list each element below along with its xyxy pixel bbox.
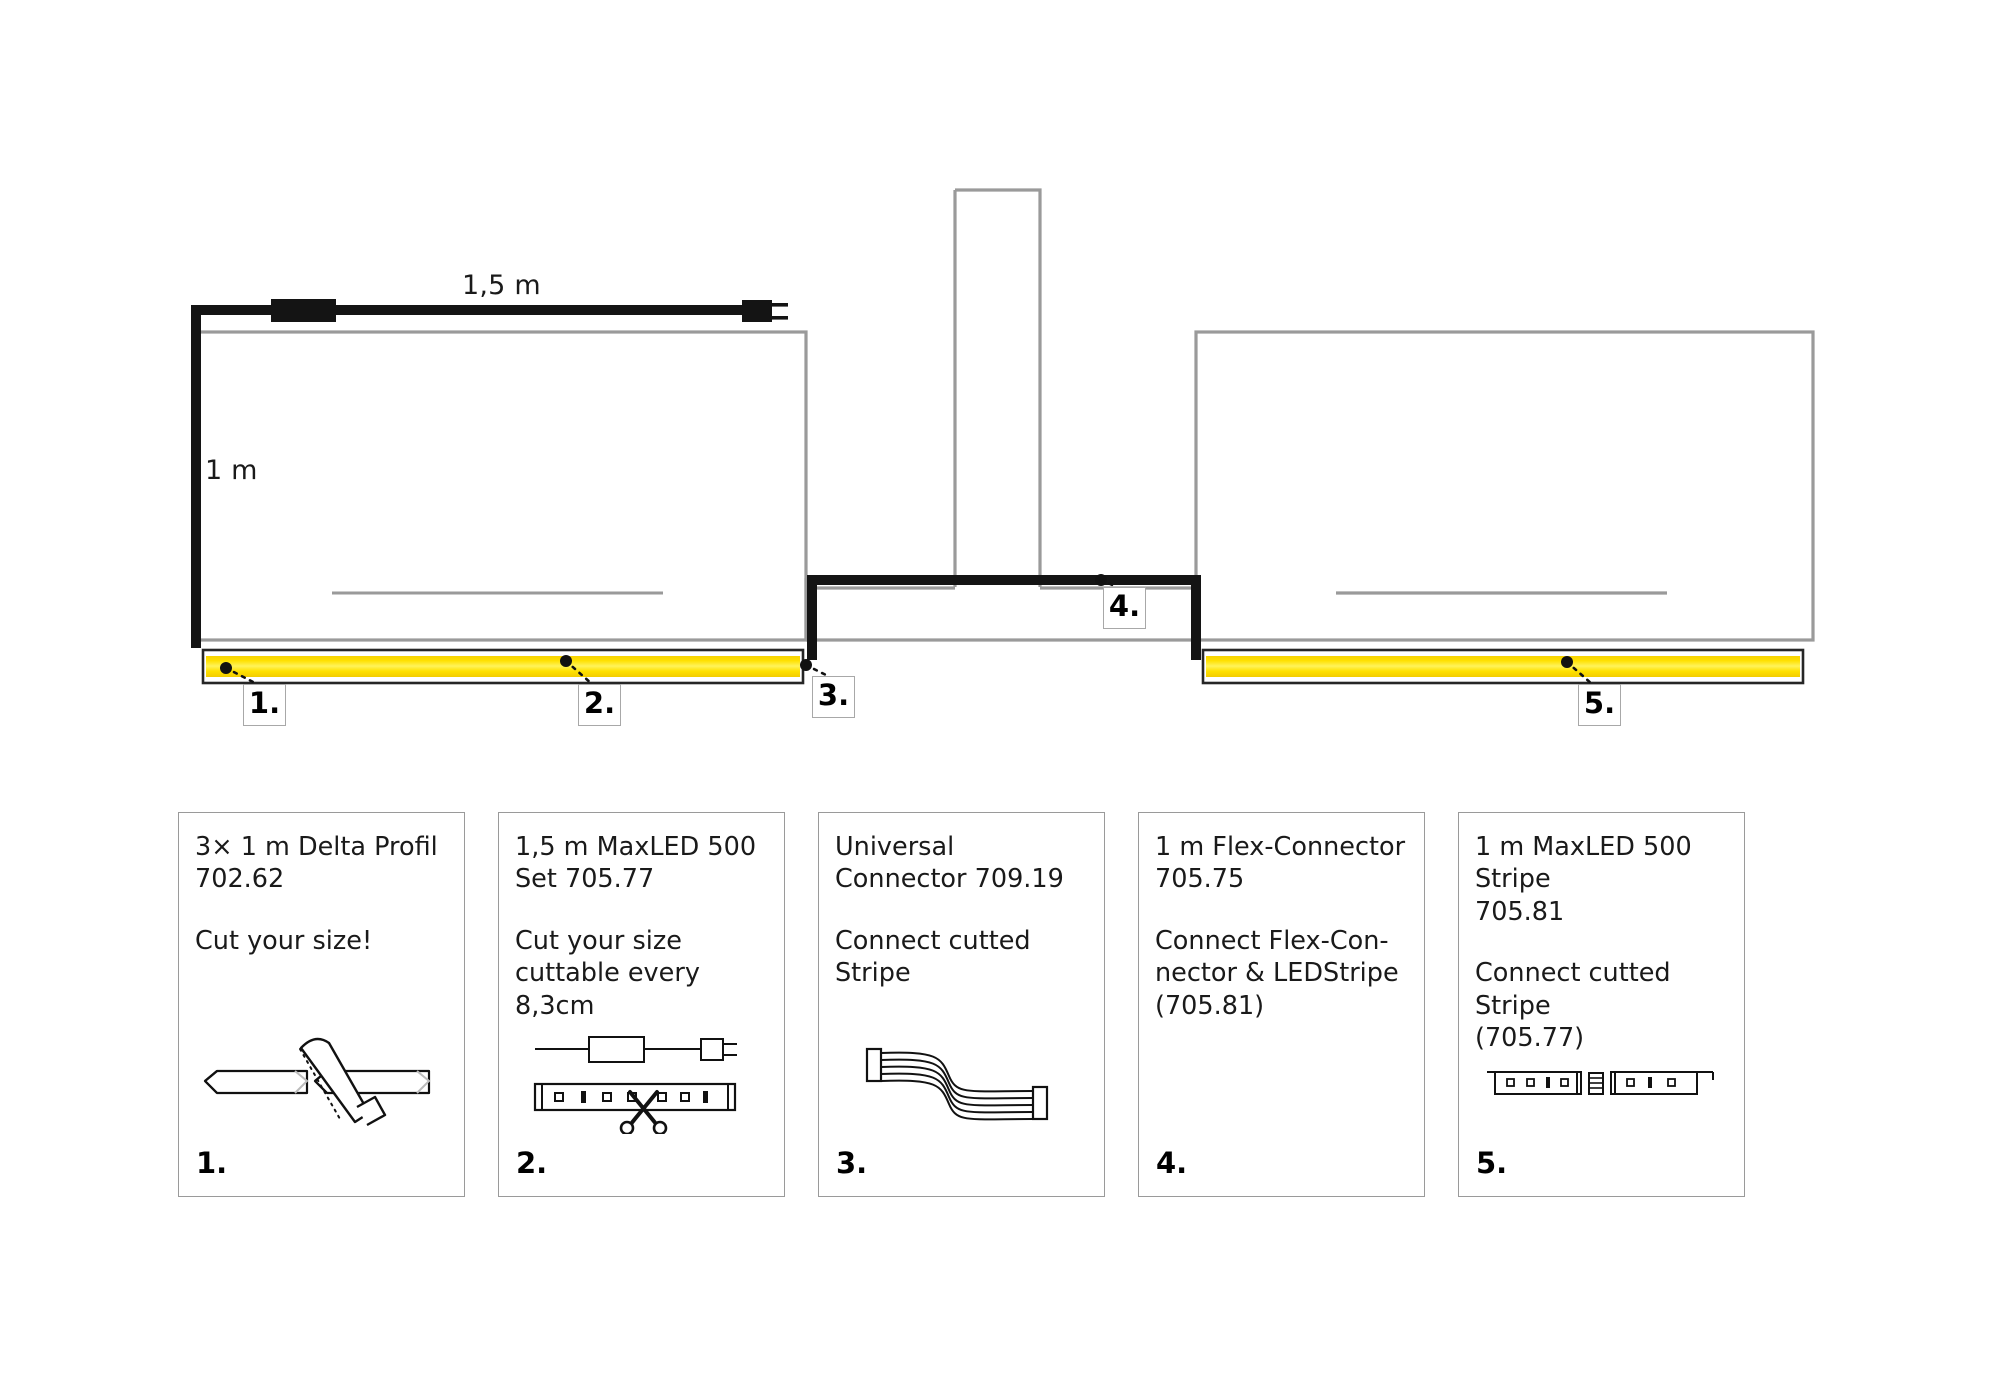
card-1-figure [179, 1029, 464, 1134]
card-3-figure [819, 1029, 1104, 1134]
component-card-1[interactable]: 3× 1 m Delta Profil 702.62 Cut your size… [178, 812, 465, 1197]
card-2-text-block: 1,5 m MaxLED 500 Set 705.77 Cut your siz… [515, 831, 774, 1022]
component-card-2[interactable]: 1,5 m MaxLED 500 Set 705.77 Cut your siz… [498, 812, 785, 1197]
dimension-label-length: 1,5 m [462, 270, 541, 301]
dimension-label-height: 1 m [205, 455, 258, 486]
led-stripe-right [1201, 648, 1805, 685]
bridge-cable [807, 575, 1201, 660]
card-3-title: Universal Connector 709.19 [835, 832, 1064, 895]
delta-profile-right-body [1194, 330, 1815, 642]
callout-5-leader [1565, 660, 1594, 686]
component-card-3[interactable]: Universal Connector 709.19 Connect cutte… [818, 812, 1105, 1197]
profile-saw-cut-icon [203, 1037, 430, 1127]
power-supply-box-icon [271, 299, 336, 322]
card-4-number: 4. [1156, 1146, 1188, 1180]
component-cards-row: 3× 1 m Delta Profil 702.62 Cut your size… [178, 812, 1745, 1197]
card-5-text-block: 1 m MaxLED 500 Stripe 705.81 Connect cut… [1475, 831, 1734, 1054]
led-stripe-left [201, 648, 805, 685]
callout-box-4[interactable]: 4. [1103, 587, 1146, 629]
two-stripes-joined-icon [1486, 1071, 1714, 1095]
card-5-title: 1 m MaxLED 500 Stripe 705.81 [1475, 832, 1692, 927]
card-2-figure [499, 1029, 784, 1134]
card-4-body: Connect Flex-Con- nector & LEDStripe (70… [1155, 925, 1399, 1021]
card-1-body: Cut your size! [195, 925, 373, 956]
card-4-text-block: 1 m Flex-Connector 705.75 Connect Flex-C… [1155, 831, 1414, 1022]
card-1-number: 1. [196, 1146, 228, 1180]
ribbon-connector-icon [865, 1047, 1048, 1121]
card-2-number: 2. [516, 1146, 548, 1180]
callout-box-1[interactable]: 1. [243, 684, 286, 726]
component-card-5[interactable]: 1 m MaxLED 500 Stripe 705.81 Connect cut… [1458, 812, 1745, 1197]
installation-schematic: 1,5 m 1 m 1. 2. 3. 4. 5. [191, 188, 1815, 726]
card-5-body: Connect cutted Stripe (705.77) [1475, 958, 1671, 1053]
card-2-body: Cut your size cuttable every 8,3cm [515, 925, 700, 1021]
callout-box-3[interactable]: 3. [812, 676, 855, 718]
card-3-number: 3. [836, 1146, 868, 1180]
driver-cable-and-stripe-scissors-icon [533, 1036, 737, 1134]
schematic-drawing [191, 188, 1815, 686]
card-5-figure [1459, 1029, 1744, 1134]
callout-2-leader [564, 659, 594, 686]
callout-4-leader [1099, 578, 1119, 589]
card-3-body: Connect cutted Stripe [835, 925, 1031, 989]
card-3-text-block: Universal Connector 709.19 Connect cutte… [835, 831, 1094, 990]
delta-profile-vertical-body [953, 188, 1042, 587]
callout-box-5[interactable]: 5. [1578, 684, 1621, 726]
card-2-title: 1,5 m MaxLED 500 Set 705.77 [515, 832, 757, 895]
card-1-text-block: 3× 1 m Delta Profil 702.62 Cut your size… [195, 831, 454, 957]
callout-box-2[interactable]: 2. [578, 684, 621, 726]
mains-plug-icon [742, 300, 788, 322]
callout-3-leader [804, 663, 830, 678]
component-card-4[interactable]: 1 m Flex-Connector 705.75 Connect Flex-C… [1138, 812, 1425, 1197]
card-5-number: 5. [1476, 1146, 1508, 1180]
card-4-title: 1 m Flex-Connector 705.75 [1155, 832, 1406, 895]
supply-cable-left [191, 305, 760, 648]
callout-1-leader [224, 666, 259, 686]
card-1-title: 3× 1 m Delta Profil 702.62 [195, 832, 438, 895]
